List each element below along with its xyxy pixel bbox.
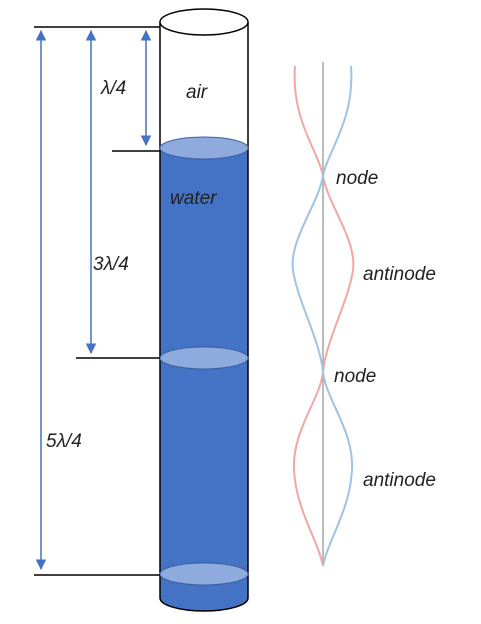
standing-wave [291, 62, 355, 567]
wave-curve-red [292, 65, 355, 567]
water-surface-top [159, 136, 249, 160]
air-label: air [186, 82, 208, 103]
water-column [160, 148, 248, 611]
three-quarter-wavelength-label: 3λ/4 [93, 254, 129, 275]
resonance-level-3 [159, 562, 249, 586]
labels: air water λ/4 3λ/4 5λ/4 node node antino… [46, 78, 436, 491]
tube-top-opening [159, 8, 249, 36]
wave-curve-blue [291, 65, 354, 567]
antinode-label-lower: antinode [363, 470, 436, 491]
quarter-wavelength-label: λ/4 [100, 78, 126, 99]
tube-bottom-rim [159, 597, 249, 612]
five-quarter-wavelength-label: 5λ/4 [46, 431, 82, 452]
node-label-lower: node [334, 366, 376, 387]
resonance-level-2 [159, 346, 249, 370]
water-label: water [170, 188, 217, 209]
antinode-label-upper: antinode [363, 264, 436, 285]
dimension-arrows [35, 29, 152, 571]
reference-lines [34, 26, 160, 576]
node-label-upper: node [336, 168, 378, 189]
